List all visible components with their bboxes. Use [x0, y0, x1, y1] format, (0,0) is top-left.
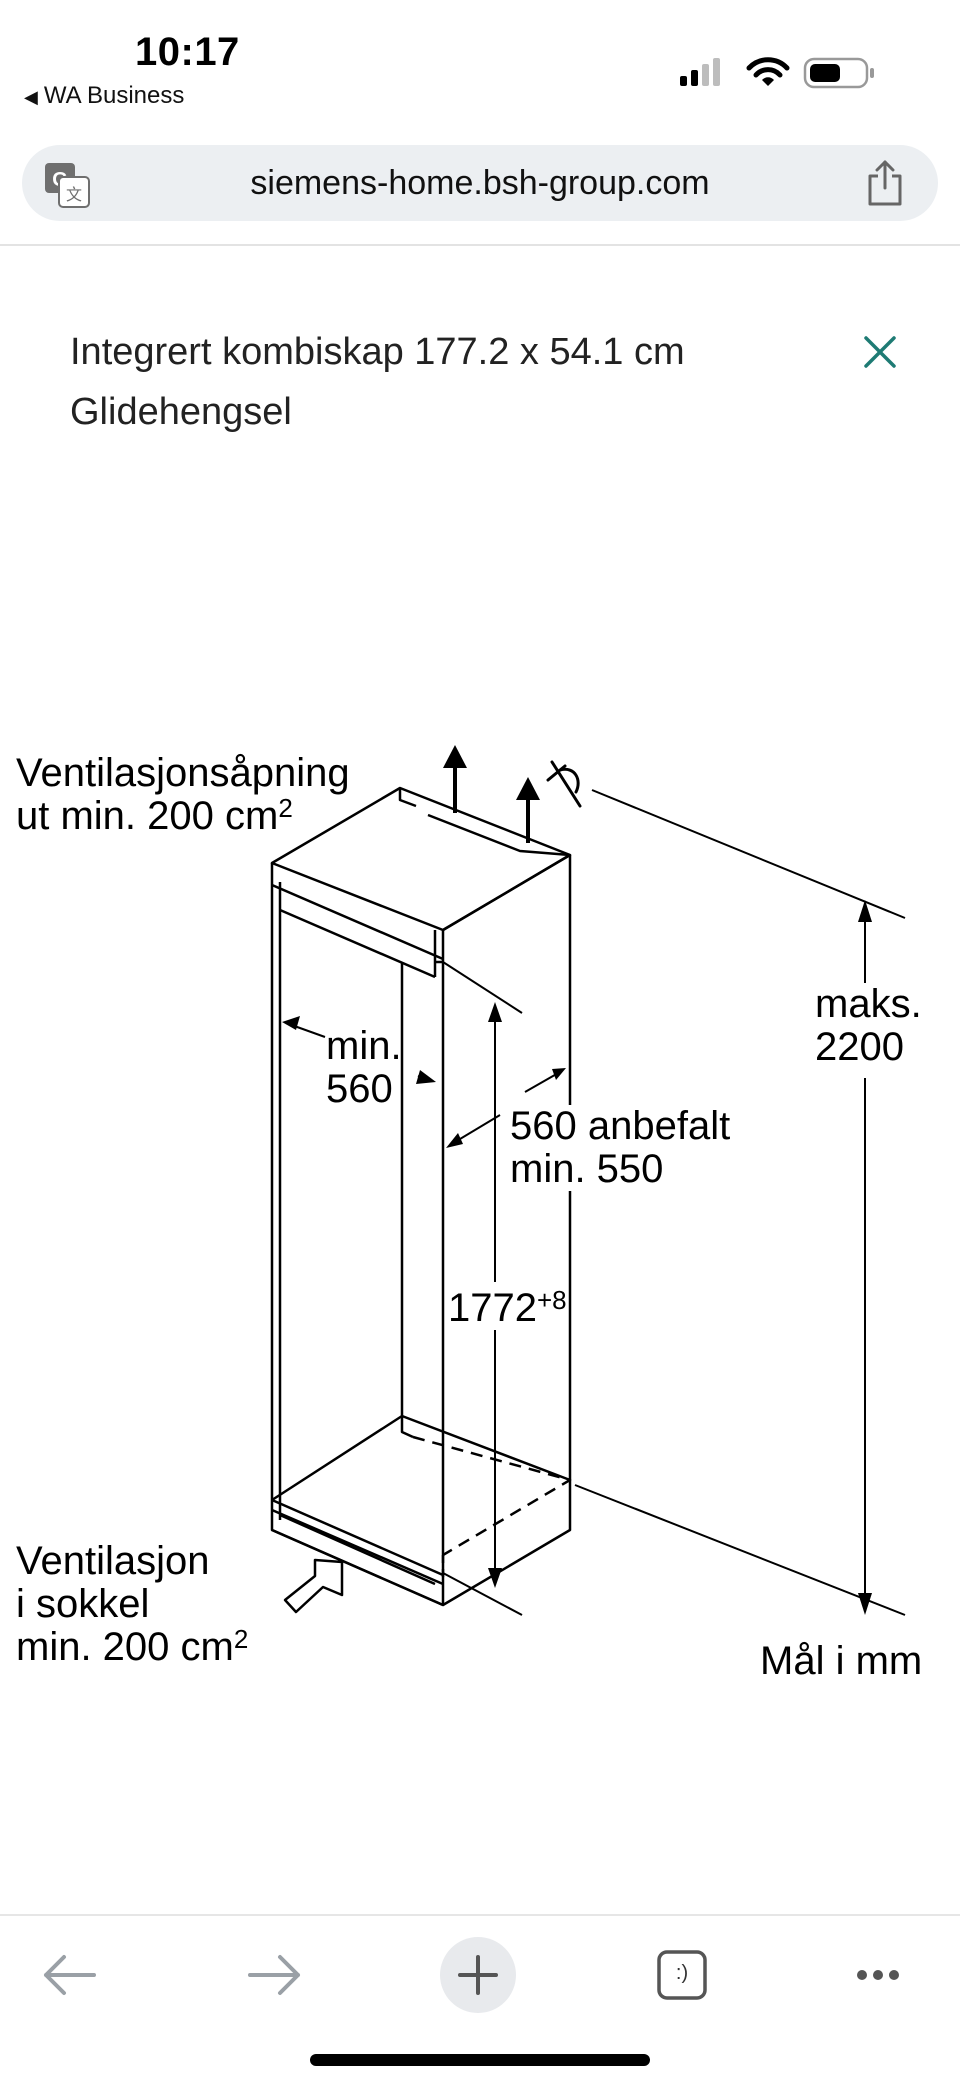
- forward-arrow-icon[interactable]: [234, 1935, 314, 2015]
- status-time: 10:17: [135, 30, 240, 74]
- product-title: Integrert kombiskap 177.2 x 54.1 cm Glid…: [70, 322, 790, 442]
- divider: [0, 244, 960, 246]
- share-icon[interactable]: [864, 158, 906, 208]
- back-app-label: WA Business: [43, 82, 185, 109]
- url-text[interactable]: siemens-home.bsh-group.com: [250, 164, 710, 202]
- depth-line1: 560 anbefalt: [510, 1104, 731, 1148]
- svg-text:文: 文: [66, 185, 82, 204]
- cellular-signal-icon: [680, 58, 720, 86]
- vent-out-label: Ventilasjonsåpning ut min. 200 cm2: [16, 752, 350, 838]
- niche-drawing: [270, 745, 906, 1616]
- max-height-value: 2200: [815, 1025, 904, 1069]
- back-to-app-link[interactable]: ◀WA Business: [24, 82, 184, 110]
- tab-switcher-button[interactable]: :): [642, 1935, 722, 2015]
- battery-icon: [803, 57, 874, 89]
- niche-height-tolerance: +8: [536, 1285, 567, 1315]
- door-swing-icon: [546, 760, 582, 808]
- max-height-label: maks. 2200: [815, 983, 922, 1069]
- vent-out-line1: Ventilasjonsåpning: [16, 751, 350, 795]
- installation-diagram: Ventilasjonsåpning ut min. 200 cm2 maks.…: [0, 700, 960, 1700]
- min-width-value: 560: [326, 1067, 393, 1111]
- vent-in-line3: min. 200 cm2: [16, 1624, 249, 1669]
- divider: [0, 1914, 960, 1916]
- tab-switcher-label: :): [675, 1962, 689, 1984]
- new-tab-plus-icon[interactable]: [438, 1935, 518, 2015]
- vent-in-line1: Ventilasjon: [16, 1539, 210, 1583]
- product-title-line2: Glidehengsel: [70, 391, 292, 433]
- back-arrow-icon[interactable]: [30, 1935, 110, 2015]
- close-icon[interactable]: [858, 330, 902, 374]
- min-width-label: min. 560: [326, 1025, 402, 1111]
- vent-out-line2: ut min. 200 cm2: [16, 793, 350, 838]
- max-height-text: maks.: [815, 982, 922, 1026]
- tab-switcher-icon: [657, 1950, 707, 2000]
- vent-in-sup: 2: [233, 1624, 249, 1654]
- back-triangle-icon: ◀: [24, 87, 38, 107]
- depth-label: 560 anbefalt min. 550: [510, 1104, 731, 1191]
- units-label: Mål i mm: [760, 1639, 923, 1683]
- product-title-line1: Integrert kombiskap 177.2 x 54.1 cm: [70, 331, 685, 373]
- vent-out-sup: 2: [278, 793, 293, 823]
- niche-height-value: 1772: [448, 1286, 537, 1330]
- home-indicator[interactable]: [310, 2054, 650, 2066]
- vent-in-line2: i sokkel: [16, 1582, 150, 1626]
- vent-out-arrows: [443, 745, 540, 843]
- vent-in-text: min. 200 cm: [16, 1625, 234, 1669]
- vent-in-arrow-icon: [283, 1558, 344, 1614]
- address-bar[interactable]: G 文 siemens-home.bsh-group.com: [22, 145, 938, 221]
- status-icons: [680, 57, 874, 89]
- vent-in-label: Ventilasjon i sokkel min. 200 cm2: [16, 1540, 248, 1669]
- vent-out-text: ut min. 200 cm: [16, 794, 279, 838]
- wifi-icon: [746, 57, 790, 86]
- more-menu-icon[interactable]: [838, 1935, 918, 2015]
- niche-height-label: 1772+8: [448, 1285, 567, 1330]
- depth-line2: min. 550: [510, 1147, 664, 1191]
- translate-icon[interactable]: G 文: [44, 162, 90, 208]
- min-width-text: min.: [326, 1024, 402, 1068]
